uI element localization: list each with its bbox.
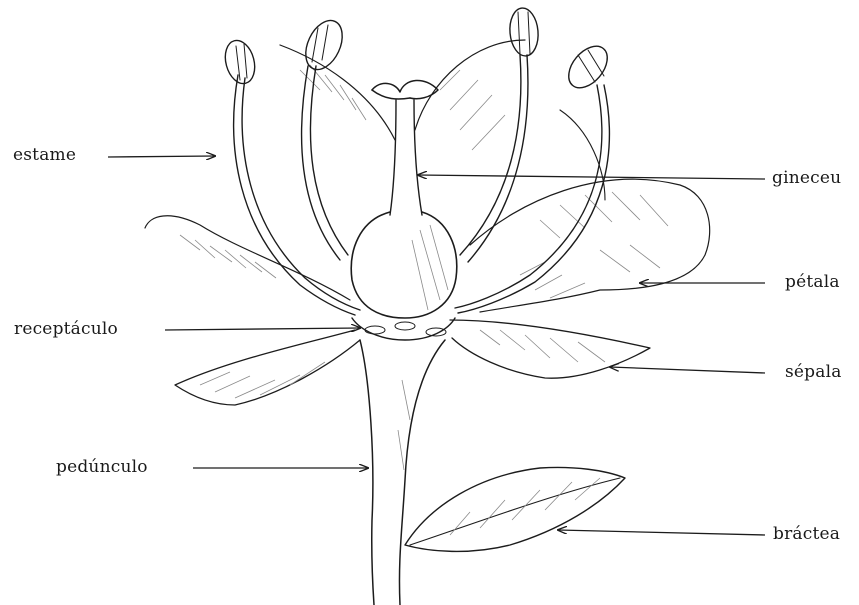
label-gineceu: gineceu: [772, 168, 841, 188]
label-petala: pétala: [785, 272, 840, 292]
pointer-bractea: [558, 530, 765, 535]
pointer-gineceu: [418, 175, 765, 179]
bract: [405, 467, 625, 551]
pointer-sepala: [610, 367, 765, 373]
gynoecium: [351, 80, 457, 318]
stamens: [221, 7, 615, 315]
sepals: [175, 320, 650, 405]
pointer-receptaculo: [165, 328, 360, 330]
label-estame: estame: [13, 145, 76, 165]
label-sepala: sépala: [785, 362, 842, 382]
label-receptaculo: receptáculo: [14, 319, 118, 339]
receptacle: [352, 318, 455, 340]
petals: [145, 40, 710, 312]
label-pedunculo: pedúnculo: [56, 457, 148, 477]
pointers: [108, 156, 765, 535]
label-bractea: bráctea: [773, 524, 840, 544]
pointer-estame: [108, 156, 215, 157]
peduncle: [360, 340, 445, 605]
